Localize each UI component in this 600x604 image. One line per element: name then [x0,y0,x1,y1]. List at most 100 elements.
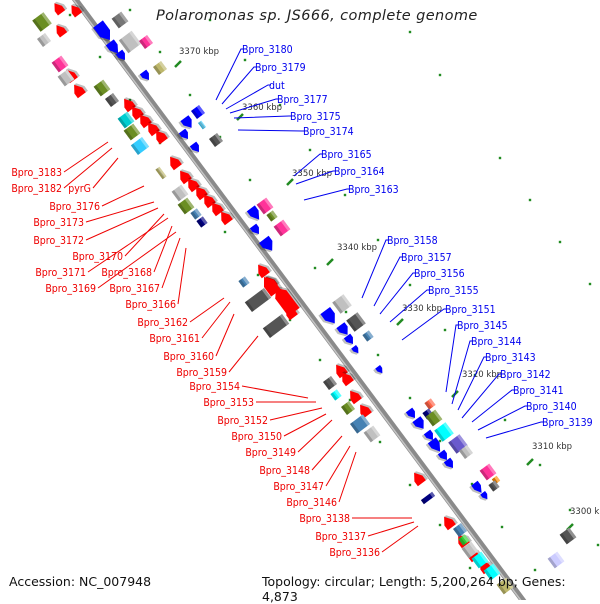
forward-gene-label[interactable]: Bpro_3164 [334,166,385,178]
forward-gene-label[interactable]: Bpro_3144 [471,336,522,348]
leader-line [124,213,165,257]
reverse-gene-label[interactable]: Bpro_3166 [125,299,176,311]
tick-mark [596,543,600,547]
reverse-gene-label[interactable]: Bpro_3183 [11,167,62,179]
reverse-gene-label[interactable]: Bpro_3147 [273,481,324,493]
gene-arrow [349,345,359,355]
forward-gene-label[interactable]: Bpro_3143 [485,352,536,364]
gene-arrow [71,3,85,18]
forward-gene-label[interactable]: Bpro_3157 [401,252,452,264]
reverse-gene-label[interactable]: Bpro_3153 [203,397,254,409]
gene-block [57,69,75,87]
forward-gene-label[interactable]: Bpro_3142 [500,369,551,381]
forward-gene-label[interactable]: Bpro_3155 [428,285,479,297]
forward-gene-label[interactable]: Bpro_3165 [321,149,372,161]
gene-block [123,123,141,141]
genome-backbone-highlight [72,0,522,600]
gene-block [153,61,167,75]
gene-arrow [275,286,302,317]
tick-mark [318,358,322,362]
forward-gene-label[interactable]: Bpro_3139 [542,417,593,429]
gene-block [130,137,150,155]
reverse-gene-label[interactable]: pyrG [68,183,91,195]
forward-gene-label[interactable]: Bpro_3141 [513,385,564,397]
reverse-gene-label[interactable]: Bpro_3169 [45,283,96,295]
tick-mark [443,328,447,332]
forward-gene-label[interactable]: Bpro_3145 [457,320,508,332]
reverse-gene-label[interactable]: Bpro_3182 [11,183,62,195]
forward-gene-label[interactable]: dut [269,80,285,92]
tick-label: 3350 kbp [292,169,332,179]
reverse-gene-label[interactable]: Bpro_3167 [109,283,160,295]
gene-block [177,197,195,215]
gene-arrow [373,365,383,375]
reverse-gene-label[interactable]: Bpro_3173 [33,217,84,229]
gene-arrow [421,429,433,442]
leader-line [229,98,279,114]
reverse-gene-label[interactable]: Bpro_3159 [176,367,227,379]
map-title: Polaromonas sp. JS666, complete genome [156,8,478,24]
major-tick [286,178,294,186]
reverse-gene-label[interactable]: Bpro_3161 [149,333,200,345]
reverse-gene-label[interactable]: Bpro_3136 [329,547,380,559]
gene-block [420,491,436,505]
gene-block [244,288,272,312]
leader-line [325,445,351,487]
gene-arrow [336,363,350,379]
gene-block [483,563,501,581]
reverse-gene-label[interactable]: Bpro_3176 [49,201,100,213]
tick-mark [498,156,502,160]
reverse-gene-label[interactable]: Bpro_3148 [259,465,310,477]
tick-mark [408,30,412,34]
forward-gene-label[interactable]: Bpro_3180 [242,44,293,56]
reverse-gene-label[interactable]: Bpro_3152 [217,415,268,427]
tick-mark [98,55,102,59]
leader-line [295,170,336,185]
reverse-gene-label[interactable]: Bpro_3154 [189,381,240,393]
tick-mark [568,508,572,512]
reverse-gene-label[interactable]: Bpro_3160 [163,351,214,363]
reverse-gene-label[interactable]: Bpro_3171 [35,267,86,279]
forward-gene-label[interactable]: Bpro_3156 [414,268,465,280]
gene-block [118,30,142,54]
gene-arrow [341,333,353,346]
forward-gene-label[interactable]: Bpro_3175 [290,111,341,123]
major-tick [236,113,244,121]
gene-block [453,523,467,537]
gene-arrow [54,1,68,16]
gene-block [323,376,337,390]
forward-gene-label[interactable]: Bpro_3140 [526,401,577,413]
reverse-gene-label[interactable]: Bpro_3150 [231,431,282,443]
reverse-gene-label[interactable]: Bpro_3162 [137,317,188,329]
forward-gene-label[interactable]: Bpro_3179 [255,62,306,74]
reverse-gene-label[interactable]: Bpro_3149 [245,447,296,459]
leader-line [297,419,333,453]
gene-arrow [91,20,111,42]
forward-gene-label[interactable]: Bpro_3163 [348,184,399,196]
gene-arrow [342,371,356,387]
forward-gene-label[interactable]: Bpro_3158 [387,235,438,247]
reverse-gene-label[interactable]: Bpro_3170 [72,251,123,263]
forward-gene-label[interactable]: Bpro_3174 [303,126,354,138]
forward-gene-label[interactable]: Bpro_3151 [445,304,496,316]
reverse-gene-label[interactable]: Bpro_3172 [33,235,84,247]
gene-arrow [113,49,125,62]
leader-line [225,84,271,110]
gene-block [479,463,497,481]
major-tick [174,60,182,68]
reverse-gene-label[interactable]: Bpro_3138 [299,513,350,525]
reverse-gene-label[interactable]: Bpro_3168 [101,267,152,279]
reverse-gene-label[interactable]: Bpro_3146 [286,497,337,509]
major-tick [526,458,534,466]
forward-gene-label[interactable]: Bpro_3177 [277,94,328,106]
gene-arrow [435,449,447,462]
reverse-gene-label[interactable]: Bpro_3137 [315,531,366,543]
leader-line [451,340,473,405]
leader-lines [63,48,544,553]
leader-line [381,525,419,553]
tick-mark [313,266,317,270]
gene-block [559,527,577,545]
gene-block [198,120,206,130]
